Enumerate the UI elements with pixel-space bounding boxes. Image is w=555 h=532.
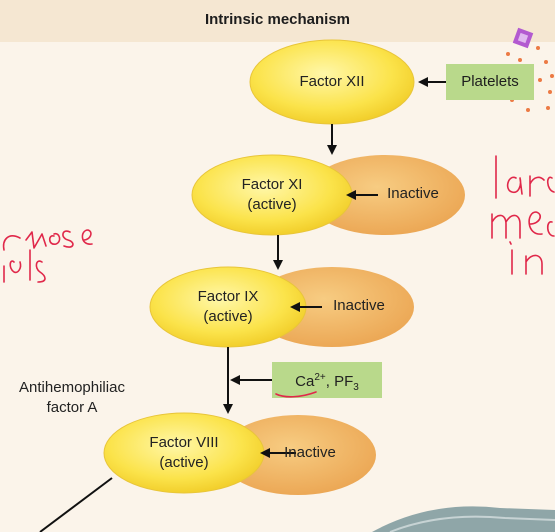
handwritten-annotation-left [2, 229, 93, 283]
diagram-title: Intrinsic mechanism [204, 11, 351, 28]
platelets-label: Platelets [461, 73, 519, 90]
partial-image-corner [372, 506, 555, 532]
factor-viii-state: (active) [159, 454, 209, 471]
cofactor-label: Ca2+, PF3 [295, 372, 359, 393]
factor-xi-state: (active) [247, 196, 297, 213]
factor-xii-label: Factor XII [299, 73, 365, 90]
cofactor-underline-annotation [275, 391, 317, 398]
factor-viii-name: Factor VIII [149, 434, 219, 451]
platelets-box [446, 64, 534, 100]
antihemophiliac-label: Antihemophiliac factor A [19, 379, 125, 416]
header-bar: Intrinsic mechanism [0, 0, 555, 42]
continuation-line [39, 477, 113, 532]
factor-ix-inactive-label: Inactive [333, 297, 385, 314]
decorative-doodle-top-right [498, 27, 554, 112]
factor-xi-inactive-label: Inactive [387, 185, 439, 202]
factor-xi-name: Factor XI [241, 176, 303, 193]
factor-ix-label: Factor IX (active) [168, 287, 288, 327]
handwritten-annotation-right [491, 155, 555, 275]
factor-ix-name: Factor IX [197, 288, 259, 305]
factor-xi-inactive-node [305, 155, 465, 235]
factor-ix-state: (active) [203, 308, 253, 325]
factor-viii-inactive-label: Inactive [284, 444, 336, 461]
factor-viii-label: Factor VIII (active) [120, 433, 248, 473]
cofactor-box [272, 362, 382, 398]
factor-xi-label: Factor XI (active) [212, 175, 332, 215]
factor-viii-inactive-node [220, 415, 376, 495]
